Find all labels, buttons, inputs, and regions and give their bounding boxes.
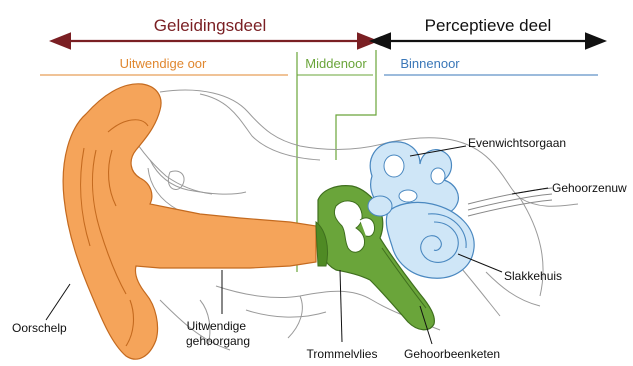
outer-ear-title: Uitwendige oor	[120, 56, 207, 71]
inner-ear-title: Binnenoor	[400, 56, 460, 71]
auricle-shape	[63, 84, 316, 359]
auditory-nerve-label: Gehoorzenuw	[552, 181, 627, 195]
eardrum-label: Trommelvlies	[307, 347, 378, 361]
middle-ear-title: Middenoor	[305, 56, 367, 71]
conduction-part-title: Geleidingsdeel	[154, 16, 266, 35]
auditory-nerve-leader	[512, 188, 548, 194]
eardrum-leader	[340, 270, 342, 342]
balance-organ-label: Evenwichtsorgaan	[468, 136, 566, 150]
auricle-leader	[46, 284, 70, 320]
ossicles-label: Gehoorbeenketen	[404, 347, 500, 361]
ear-canal-label: Uitwendige gehoorgang	[186, 319, 250, 348]
perceptive-part-title: Perceptieve deel	[425, 16, 552, 35]
auricle-label: Oorschelp	[12, 321, 67, 335]
outer-ear	[63, 84, 316, 359]
cochlea-label: Slakkehuis	[504, 269, 562, 283]
auditory-nerve	[468, 188, 552, 216]
